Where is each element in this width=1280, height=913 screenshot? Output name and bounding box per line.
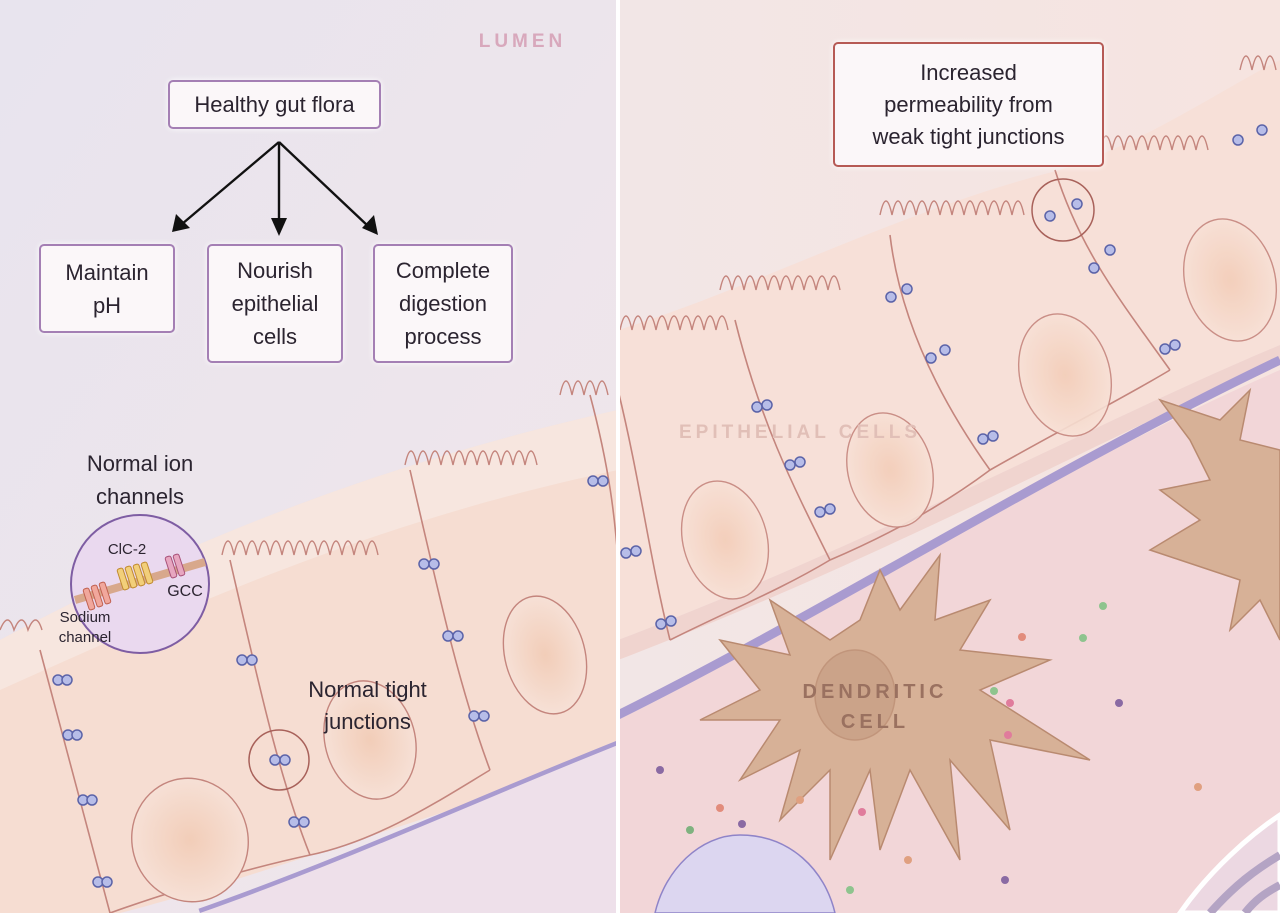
normal-tight-junctions-label: Normal tight junctions [308, 677, 427, 734]
clc2-channel-icon [116, 561, 154, 591]
arrow-head-right [362, 215, 378, 235]
normal-ion-channels-label: Normal ion channels [86, 451, 194, 509]
healthy-gut-flora-box: Healthy gut flora [168, 80, 381, 129]
dendritic-cell-label: DENDRITIC CELL [802, 681, 948, 733]
left-epithelium [0, 380, 620, 913]
clc2-label: ClC-2 [107, 541, 147, 558]
gcc-label: GCC [167, 583, 203, 600]
tight-junction-highlight [248, 729, 310, 791]
nourish-epithelial-cells-box: Nourish epithelial cells [207, 244, 343, 363]
maintain-ph-box: Maintain pH [39, 244, 175, 333]
gcc-channel-icon [164, 553, 186, 579]
flora-arrows [181, 141, 369, 227]
lumen-label: LUMEN [478, 31, 567, 52]
ion-channel-inset [70, 514, 210, 654]
panel-divider [616, 0, 620, 913]
increased-permeability-box: Increased permeability from weak tight j… [833, 42, 1104, 167]
sodium-channel-label: Sodium channel [58, 609, 112, 646]
dendritic-cell [699, 387, 1280, 861]
right-epithelium [616, 55, 1280, 913]
weak-junction-highlight [1031, 178, 1095, 242]
sodium-channel-icon [82, 581, 112, 611]
muscle-layer [1176, 811, 1280, 913]
epithelial-cells-label: EPITHELIAL CELLS [678, 422, 922, 443]
arrow-head-center [271, 218, 287, 236]
complete-digestion-box: Complete digestion process [373, 244, 513, 363]
arrow-head-left [172, 214, 190, 232]
